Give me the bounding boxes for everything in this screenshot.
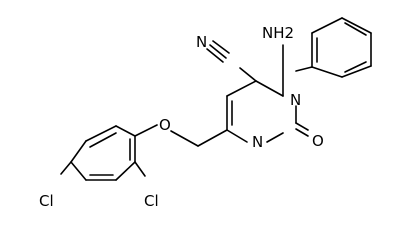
- ether-oxygen-label: O: [159, 116, 171, 134]
- ring-nitrogen-n3-label: N: [252, 133, 263, 151]
- ring-nitrogen-n1-label: N: [290, 91, 301, 109]
- chlorine-ortho-label: Cl: [144, 192, 159, 210]
- bond-lines: [60, 17, 372, 181]
- nitrile-nitrogen-label: N: [196, 33, 207, 51]
- chlorine-para-label: Cl: [39, 192, 54, 210]
- carbonyl-oxygen-label: O: [312, 132, 324, 150]
- amino-label: NH2: [262, 24, 294, 42]
- chemical-structure: NH2 N N O O N Cl Cl: [39, 17, 372, 210]
